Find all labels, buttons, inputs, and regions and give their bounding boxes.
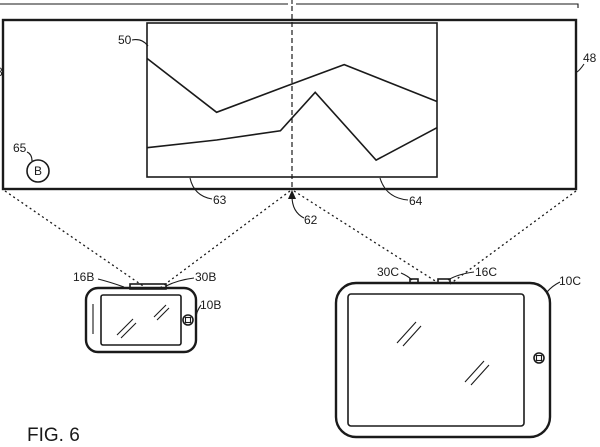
label-8: 8: [0, 65, 3, 79]
label-65: 65: [13, 141, 27, 155]
projection-line: [449, 190, 577, 285]
projection-line: [4, 190, 147, 289]
leader-62: [291, 195, 305, 219]
arrow-62: [288, 190, 296, 199]
projection-line: [159, 190, 291, 289]
label-16C: 16C: [475, 265, 497, 279]
phone-device: [84, 283, 198, 354]
label-50: 50: [118, 33, 132, 47]
chart-series-line: [146, 91, 438, 162]
leader-50: [131, 39, 149, 47]
label-30C: 30C: [377, 265, 399, 279]
leader-64: [379, 177, 409, 201]
leader-16B: [97, 278, 125, 288]
label-30B: 30B: [195, 270, 216, 284]
leader-48: [576, 63, 585, 73]
leader-65: [26, 151, 33, 162]
leader-63: [189, 177, 213, 200]
projection-line: [293, 190, 441, 285]
leader-16C: [447, 271, 475, 281]
label-10C: 10C: [559, 274, 581, 288]
label-10B: 10B: [200, 298, 221, 312]
label-62: 62: [304, 213, 318, 227]
marker-circle: [26, 159, 50, 183]
marker-letter: B: [34, 164, 42, 178]
label-16B: 16B: [73, 270, 94, 284]
label-48: 48: [583, 51, 597, 65]
label-64: 64: [409, 194, 423, 208]
shared-display: [1, 18, 578, 191]
leader-10C: [546, 281, 561, 293]
figure-caption: FIG. 6: [27, 425, 80, 446]
leader-30B: [165, 277, 195, 287]
label-63: 63: [213, 193, 227, 207]
leader-30C: [400, 272, 413, 281]
leader-10B: [195, 304, 202, 319]
top-bracket: [0, 0, 579, 8]
tablet-device: [334, 278, 552, 439]
chart-series-line: [146, 57, 438, 114]
